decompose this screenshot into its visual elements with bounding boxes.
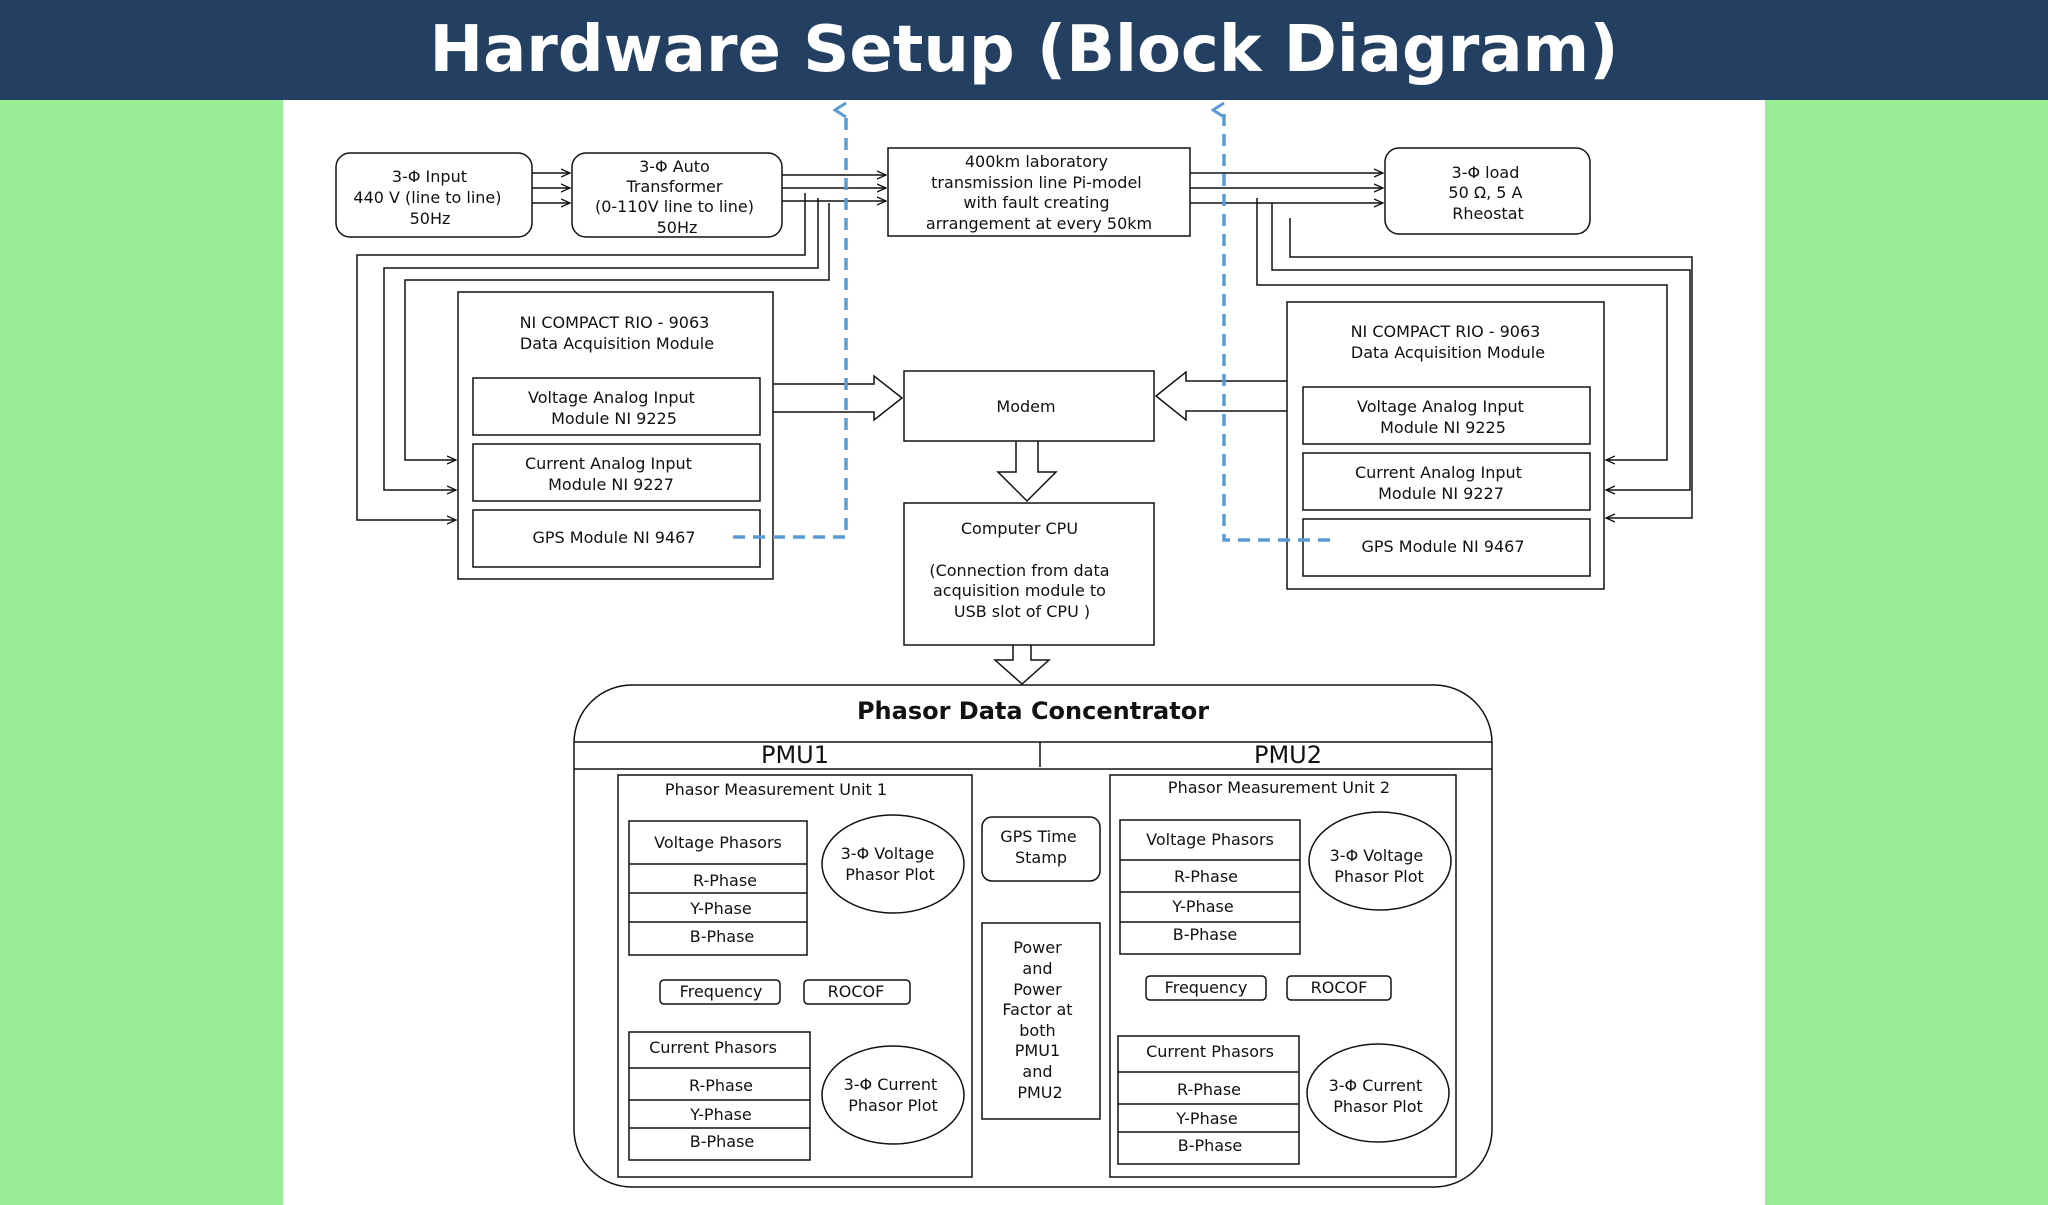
- arrow-daq-right-to-modem: [1154, 370, 1287, 422]
- auto-transformer-label: 3-Φ Auto Transformer (0-110V line to lin…: [595, 157, 759, 237]
- pmu1-voltage-plot-label: 3-Φ Voltage Phasor Plot: [841, 844, 940, 884]
- page-title: Hardware Setup (Block Diagram): [429, 13, 1619, 87]
- transmission-line-label: 400km laboratory transmission line Pi-mo…: [926, 152, 1152, 233]
- pmu1-current-table: [628, 1031, 811, 1161]
- daq-left-voltage-box: [472, 377, 761, 436]
- pmu2-current-plot-circle: [1306, 1043, 1450, 1143]
- cpu-box: [903, 502, 1155, 646]
- pmu2-title: Phasor Measurement Unit 2: [1168, 778, 1390, 797]
- pmu1-header: PMU1: [761, 741, 829, 769]
- gps-link-right: [1224, 110, 1330, 542]
- pmu1-voltage-r-phase: R-Phase: [693, 871, 757, 890]
- daq-left-box: [457, 291, 774, 580]
- pmu1-current-b-phase: B-Phase: [690, 1132, 755, 1151]
- pmu2-voltage-plot-circle: [1308, 811, 1452, 911]
- load-box: [1384, 147, 1591, 235]
- left-green-band: [0, 100, 283, 1205]
- pmu1-current-plot-circle: [821, 1045, 965, 1145]
- pmu2-current-table: [1117, 1035, 1300, 1165]
- gps-time-stamp-box: [981, 816, 1101, 882]
- daq-right-voltage-label: Voltage Analog Input Module NI 9225: [1357, 397, 1529, 437]
- power-box: [981, 922, 1101, 1120]
- pmu1-rocof-box: [803, 979, 911, 1005]
- pmu2-current-b-phase: B-Phase: [1178, 1136, 1243, 1155]
- transmission-line-box: [887, 147, 1191, 237]
- pmu2-frequency-label: Frequency: [1165, 978, 1248, 997]
- pmu1-current-y-phase: Y-Phase: [689, 1105, 751, 1124]
- daq-right-box: [1286, 301, 1605, 590]
- cpu-label: Computer CPU (Connection from data acqui…: [929, 519, 1114, 621]
- gps-time-stamp-label: GPS Time Stamp: [1000, 827, 1082, 867]
- pmu2-voltage-phasors: Voltage Phasors: [1146, 830, 1274, 849]
- daq-right-voltage-box: [1302, 386, 1591, 445]
- arrow-daq-left-to-modem: [773, 374, 904, 422]
- auto-transformer-box: [571, 152, 783, 238]
- pmu2-rocof-label: ROCOF: [1311, 978, 1368, 997]
- pmu1-voltage-b-phase: B-Phase: [690, 927, 755, 946]
- daq-left-voltage-label: Voltage Analog Input Module NI 9225: [528, 388, 700, 428]
- pmu2-current-phasors: Current Phasors: [1146, 1042, 1274, 1061]
- pmu1-voltage-y-phase: Y-Phase: [689, 899, 751, 918]
- daq-left-current-label: Current Analog Input Module NI 9227: [525, 454, 697, 494]
- pmu1-title: Phasor Measurement Unit 1: [665, 780, 887, 799]
- pmu1-voltage-phasors: Voltage Phasors: [654, 833, 782, 852]
- input-box: [335, 152, 533, 238]
- pmu1-current-plot-label: 3-Φ Current Phasor Plot: [844, 1075, 943, 1115]
- daq-left-gps-label: GPS Module NI 9467: [532, 528, 695, 547]
- pmu2-frequency-box: [1145, 975, 1267, 1001]
- pmu2-voltage-plot-label: 3-Φ Voltage Phasor Plot: [1330, 846, 1429, 886]
- pmu2-voltage-y-phase: Y-Phase: [1171, 897, 1233, 916]
- pmu1-box: [617, 774, 973, 1178]
- right-green-band: [1765, 100, 2048, 1205]
- pmu2-current-plot-label: 3-Φ Current Phasor Plot: [1329, 1076, 1428, 1116]
- pmu2-box: [1109, 774, 1457, 1178]
- pmu1-current-r-phase: R-Phase: [689, 1076, 753, 1095]
- pmu2-voltage-b-phase: B-Phase: [1173, 925, 1238, 944]
- title-bar: [0, 0, 2048, 100]
- pdc-title: Phasor Data Concentrator: [857, 697, 1209, 725]
- pmu1-frequency-box: [659, 979, 781, 1005]
- pmu1-current-phasors: Current Phasors: [649, 1038, 777, 1057]
- pmu1-frequency-label: Frequency: [680, 982, 763, 1001]
- daq-left-current-box: [472, 443, 761, 502]
- load-label: 3-Φ load 50 Ω, 5 A Rheostat: [1448, 163, 1527, 223]
- daq-right-title: NI COMPACT RIO - 9063 Data Acquisition M…: [1351, 322, 1546, 362]
- pdc-box: [573, 684, 1493, 1188]
- pmu1-rocof-label: ROCOF: [828, 982, 885, 1001]
- gps-link-left: [733, 110, 848, 539]
- daq-right-gps-label: GPS Module NI 9467: [1361, 537, 1524, 556]
- pmu2-current-y-phase: Y-Phase: [1175, 1109, 1237, 1128]
- modem-box: [903, 370, 1155, 442]
- arrow-modem-to-cpu: [996, 441, 1058, 503]
- pmu2-header: PMU2: [1254, 741, 1322, 769]
- arrow-cpu-to-pdc: [993, 645, 1051, 686]
- daq-right-current-label: Current Analog Input Module NI 9227: [1355, 463, 1527, 503]
- pmu1-voltage-plot-circle: [821, 814, 965, 914]
- input-label: 3-Φ Input 440 V (line to line) 50Hz: [353, 167, 506, 228]
- pmu1-voltage-table: [628, 820, 808, 956]
- daq-right-gps-box: [1302, 518, 1591, 577]
- pmu2-current-r-phase: R-Phase: [1177, 1080, 1241, 1099]
- modem-label: Modem: [996, 397, 1055, 416]
- daq-right-current-box: [1302, 452, 1591, 511]
- daq-left-title: NI COMPACT RIO - 9063 Data Acquisition M…: [520, 313, 715, 353]
- pmu2-rocof-box: [1286, 975, 1392, 1001]
- pmu2-voltage-r-phase: R-Phase: [1174, 867, 1238, 886]
- pmu2-voltage-table: [1119, 819, 1301, 955]
- power-label: Power and Power Factor at both PMU1 and …: [1002, 938, 1077, 1102]
